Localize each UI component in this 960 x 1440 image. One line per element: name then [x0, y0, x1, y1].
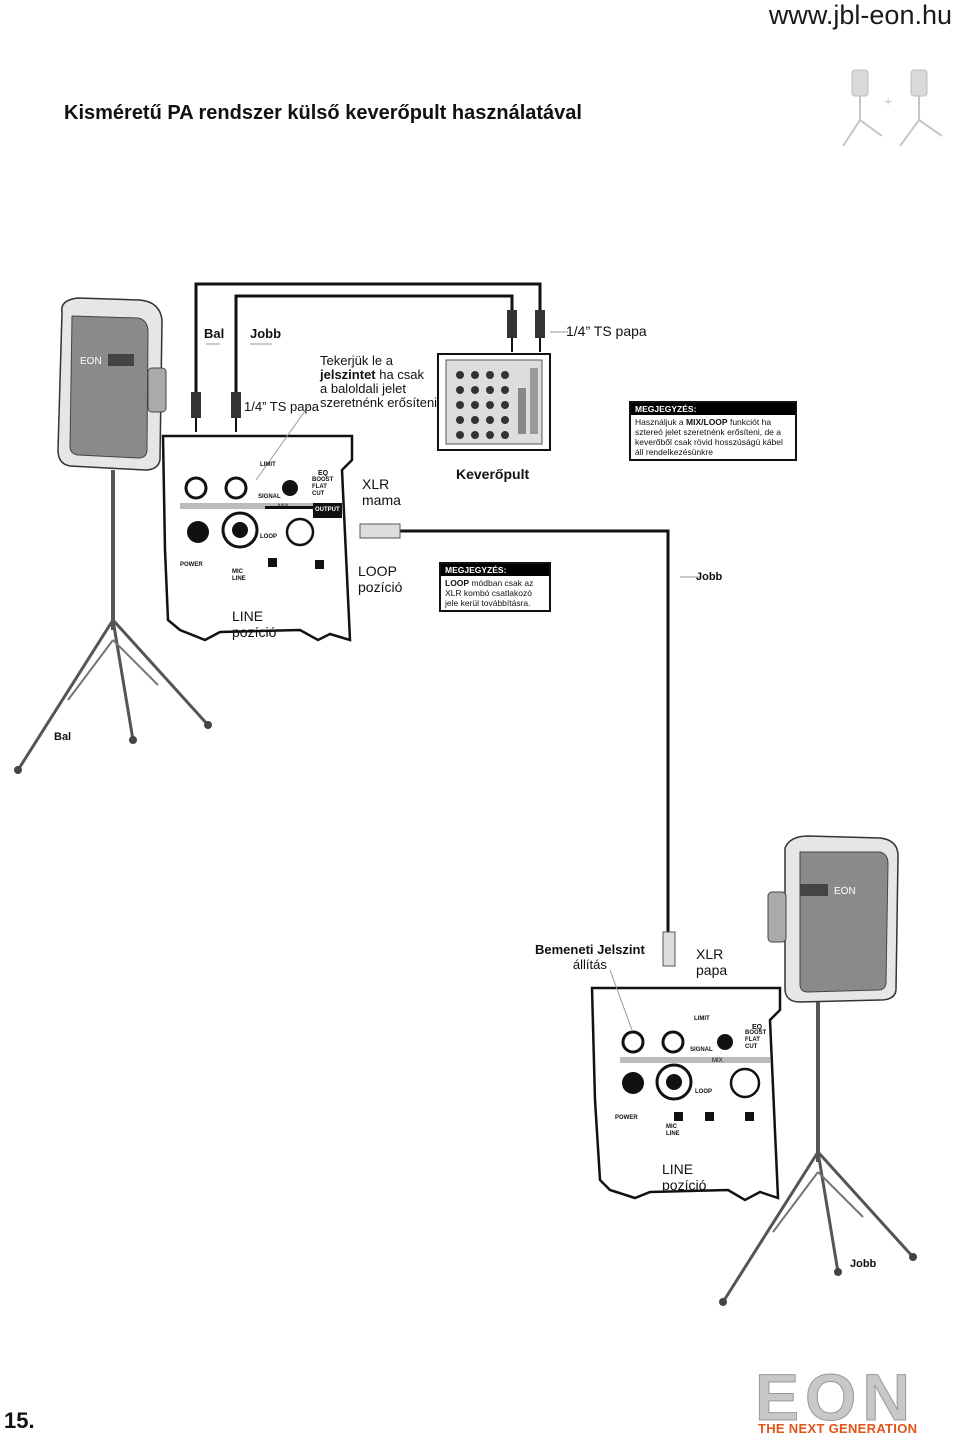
mixer-device: [437, 353, 551, 451]
jobb-cable-label: Jobb: [696, 571, 723, 583]
panel-signal-left: SIGNAL: [258, 494, 281, 500]
ts-plug-left-1: [191, 392, 201, 418]
ts-plug-right-2: [535, 310, 545, 338]
right-speaker: [767, 835, 899, 1003]
xlr-female-plug: [359, 523, 401, 539]
panel-loop-right: LOOP: [695, 1089, 713, 1095]
panel-power-left: POWER: [180, 562, 203, 568]
ts-papa-right-label: 1/4” TS papa: [566, 323, 647, 339]
xlr-cable-wire: [400, 529, 670, 932]
eon-logo: EON: [755, 1360, 916, 1435]
note-mix-loop: MEGJEGYZÉS: Használjuk a MIX/LOOP funkci…: [629, 401, 797, 461]
page-number: 15.: [4, 1408, 35, 1433]
note-loop-mode: MEGJEGYZÉS: LOOP módban csak az XLR komb…: [439, 562, 551, 612]
jobb-speaker-label: Jobb: [850, 1258, 877, 1270]
ts-plug-right-1: [507, 310, 517, 338]
right-speaker-logo: EON: [834, 886, 856, 897]
panel-power-right: POWER: [615, 1115, 638, 1121]
jobb-top-label: Jobb: [250, 326, 282, 341]
svg-text:EON: EON: [755, 1360, 916, 1434]
xlr-male-plug: [662, 931, 676, 967]
left-panel-controls: [180, 476, 340, 569]
panel-eq-right: EQ: [752, 1024, 763, 1031]
left-speaker-logo: EON: [80, 356, 102, 367]
page-title: Kisméretű PA rendszer külső keverőpult h…: [64, 102, 582, 124]
panel-signal-right: SIGNAL: [690, 1047, 713, 1053]
panel-output-left: OUTPUT: [313, 503, 342, 518]
panel-mix-left: MIX: [278, 504, 289, 510]
ts-plug-left-2: [231, 392, 241, 418]
bal-top-label: Bal: [204, 326, 225, 341]
panel-limit-right: LIMIT: [694, 1016, 710, 1022]
panel-limit-left: LIMIT: [260, 462, 276, 468]
site-url: www.jbl-eon.hu: [768, 0, 952, 30]
ts-papa-left-label: 1/4” TS papa: [244, 399, 319, 414]
bal-speaker-label: Bal: [54, 731, 72, 743]
mixer-label: Keverőpult: [456, 466, 530, 482]
svg-text:+: +: [884, 93, 892, 109]
panel-eq-left: EQ: [318, 470, 329, 477]
brand-tagline: THE NEXT GENERATION: [758, 1421, 918, 1436]
stereo-speakers-icon: +: [842, 69, 943, 147]
panel-mix-right: MIX: [712, 1058, 723, 1064]
left-speaker: [57, 297, 167, 471]
adjust-level-note: Tekerjük le a jelszintet ha csak a balol…: [320, 353, 438, 410]
right-panel-controls: [620, 1030, 770, 1121]
panel-loop-left: LOOP: [260, 534, 278, 540]
